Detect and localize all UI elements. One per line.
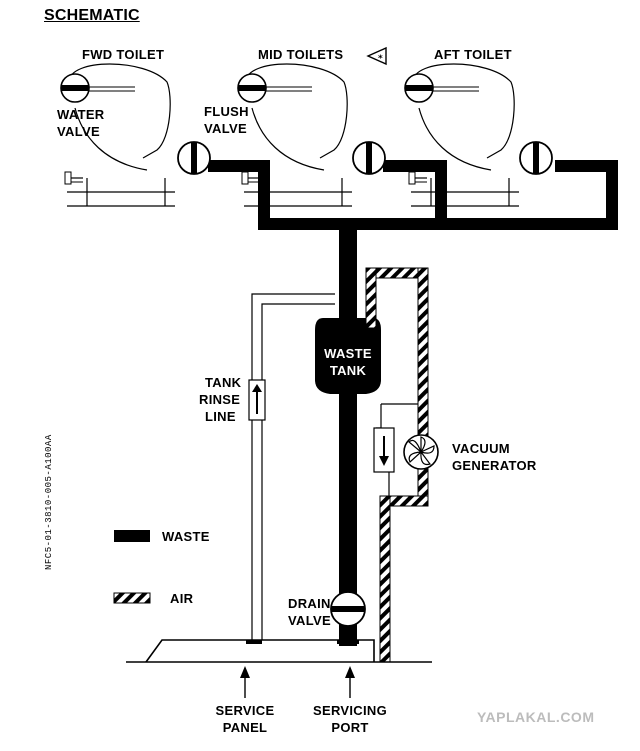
flush-valve-label-1: FLUSH <box>204 104 249 119</box>
tank-rinse-line <box>248 293 335 640</box>
vacuum-generator-label-2: GENERATOR <box>452 458 537 473</box>
waste-tank-label-1: WASTE <box>324 346 372 361</box>
watermark: YAPLAKAL.COM <box>477 709 595 725</box>
svg-text:*: * <box>378 54 383 64</box>
air-line <box>365 267 429 663</box>
waste-piping <box>208 160 618 646</box>
servicing-port-label-2: PORT <box>331 720 369 735</box>
tank-rinse-line-label-3: LINE <box>205 409 236 424</box>
mid-flush-valve <box>352 141 386 175</box>
toilet-label-mid: MID TOILETS <box>258 47 344 62</box>
servicing-port-label-1: SERVICING <box>313 703 387 718</box>
page-title: SCHEMATIC <box>44 7 140 24</box>
drain-valve-icon <box>330 591 366 627</box>
legend-air-label: AIR <box>170 591 194 606</box>
floor-line <box>126 639 432 663</box>
tank-rinse-line-label-1: TANK <box>205 375 242 390</box>
servicing-port-arrow-icon <box>345 666 355 698</box>
vacuum-generator-icon <box>403 434 439 470</box>
waste-tank-label-2: TANK <box>329 363 367 378</box>
toilet-label-aft: AFT TOILET <box>434 47 512 62</box>
mid-toilet <box>237 63 353 207</box>
document-code: NFC5-01-3810-005-A100AA <box>44 434 54 570</box>
service-panel-arrow-icon <box>240 666 250 698</box>
water-valve-label-1: WATER <box>57 107 105 122</box>
flush-valve-label-2: VALVE <box>204 121 247 136</box>
aft-toilet <box>404 63 520 207</box>
drain-valve-label-1: DRAIN <box>288 596 331 611</box>
legend-air-swatch <box>113 592 151 604</box>
drain-valve-label-2: VALVE <box>288 613 331 628</box>
service-panel-label-1: SERVICE <box>215 703 275 718</box>
fwd-flush-valve <box>177 141 211 175</box>
toilet-label-fwd: FWD TOILET <box>82 47 165 62</box>
legend-waste-label: WASTE <box>162 529 210 544</box>
aft-flush-valve <box>519 141 553 175</box>
service-panel-label-2: PANEL <box>222 720 268 735</box>
legend-waste-swatch <box>114 530 150 542</box>
mid-toilets-marker-icon: * <box>366 46 387 66</box>
waste-tank <box>315 318 381 394</box>
vacuum-generator-label-1: VACUUM <box>452 441 510 456</box>
water-valve-label-2: VALVE <box>57 124 100 139</box>
tank-rinse-line-label-2: RINSE <box>199 392 241 407</box>
